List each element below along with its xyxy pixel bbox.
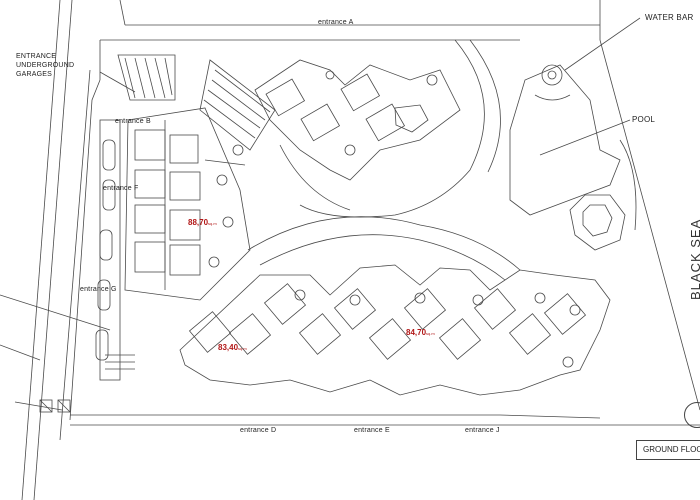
label-entrance-j: entrance J xyxy=(465,427,500,434)
label-entrance-g: entrance G xyxy=(80,286,117,293)
label-entrance-d: entrance D xyxy=(240,427,277,434)
left-building xyxy=(124,107,251,301)
label-entrance-garages-2: UNDERGROUND xyxy=(16,62,75,69)
bottom-left-steps xyxy=(39,354,135,413)
floor-title-box: GROUND FLOO xyxy=(636,440,700,460)
top-building xyxy=(254,59,461,181)
floor-title: GROUND FLOO xyxy=(643,445,700,454)
label-black-sea: BLACK SEA xyxy=(688,218,700,300)
label-entrance-e: entrance E xyxy=(354,427,390,434)
label-entrance-garages-3: GARAGES xyxy=(16,71,53,78)
landscape-paths xyxy=(247,39,521,281)
bottom-building xyxy=(179,264,611,396)
site-boundary xyxy=(69,0,700,426)
label-entrance-f: entrance F xyxy=(103,185,139,192)
pool xyxy=(509,64,637,251)
area-label-bottom-left: 83,40sq.m xyxy=(218,343,247,352)
garage-ramp xyxy=(117,54,276,151)
parking-strip xyxy=(95,119,121,381)
label-entrance-garages-1: ENTRANCE xyxy=(16,53,57,60)
area-label-bottom-right: 84,70sq.m xyxy=(406,328,435,337)
label-entrance-a: entrance A xyxy=(318,19,354,26)
leader-lines xyxy=(0,17,641,411)
label-water-bar: WATER BAR xyxy=(645,13,694,22)
area-label-left: 88,70sq.m xyxy=(188,218,217,227)
left-road xyxy=(21,0,91,500)
label-pool: POOL xyxy=(632,115,656,124)
label-entrance-b: entrance B xyxy=(115,118,151,125)
